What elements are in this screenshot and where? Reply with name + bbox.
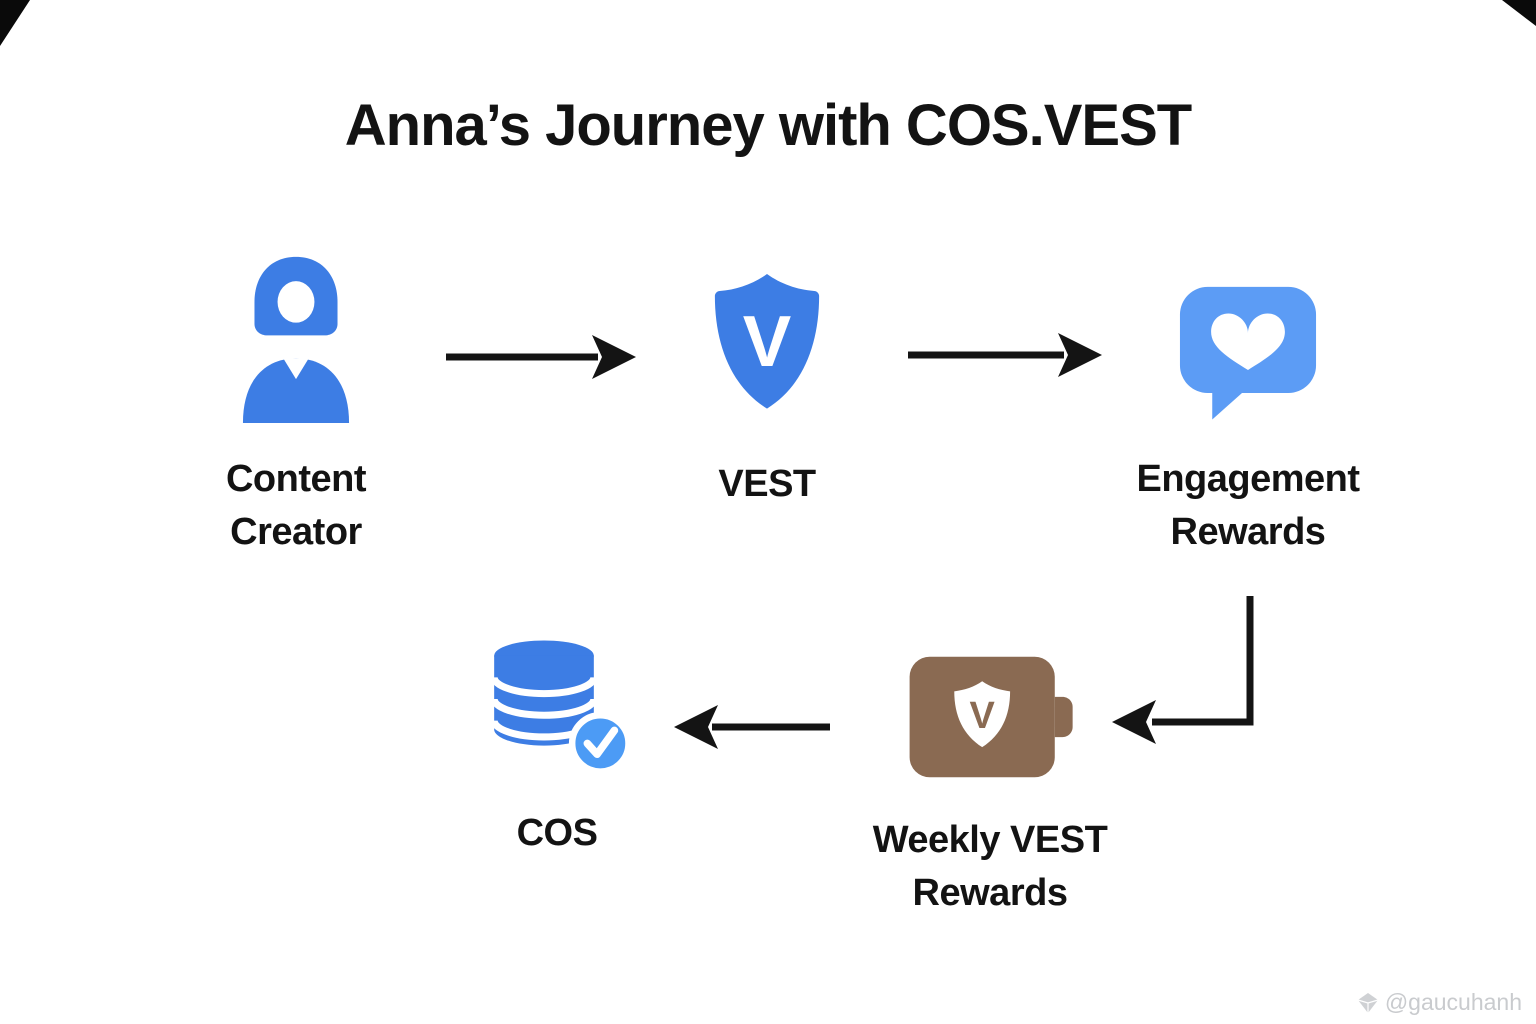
arrow-creator-to-vest	[446, 335, 636, 379]
heart-message-bubble-icon	[1179, 286, 1317, 420]
database-check-icon	[490, 640, 632, 775]
node-label-engagement-rewards: Engagement Rewards	[1136, 458, 1360, 553]
gem-icon	[1357, 992, 1378, 1013]
wallet-shield-shape	[954, 681, 1011, 748]
background-corner-top-right	[1502, 0, 1536, 26]
wallet-shield-icon: V	[909, 656, 1073, 778]
arrow-weekly-to-cos	[674, 705, 830, 749]
watermark: @gaucuhanh	[1357, 989, 1522, 1016]
background-corner-top-left	[0, 0, 30, 46]
node-label-cos: COS	[516, 812, 598, 854]
arrow-vest-to-engagement	[908, 333, 1102, 377]
node-label-weekly-vest-rewards: Weekly VEST Rewards	[872, 819, 1108, 914]
shield-v-letter: V	[743, 301, 792, 382]
node-content-creator: Content Creator	[156, 250, 436, 559]
node-engagement-rewards: Engagement Rewards	[1108, 280, 1388, 559]
shield-v-icon: V	[714, 274, 820, 409]
person-icon	[242, 256, 350, 423]
heart-shape	[1211, 313, 1285, 370]
node-label-vest: VEST	[718, 463, 816, 505]
node-label-content-creator: Content Creator	[225, 458, 367, 553]
node-weekly-vest-rewards: V Weekly VEST Rewards	[830, 650, 1150, 920]
check-mark	[583, 726, 619, 759]
node-vest: V VEST	[627, 268, 907, 511]
watermark-handle: @gaucuhanh	[1384, 989, 1522, 1015]
arrow-engagement-to-weekly	[1112, 596, 1254, 744]
wallet-shield-letter: V	[970, 695, 996, 737]
diagram-title: Anna’s Journey with COS.VEST	[344, 93, 1192, 158]
node-cos: COS	[417, 634, 697, 860]
